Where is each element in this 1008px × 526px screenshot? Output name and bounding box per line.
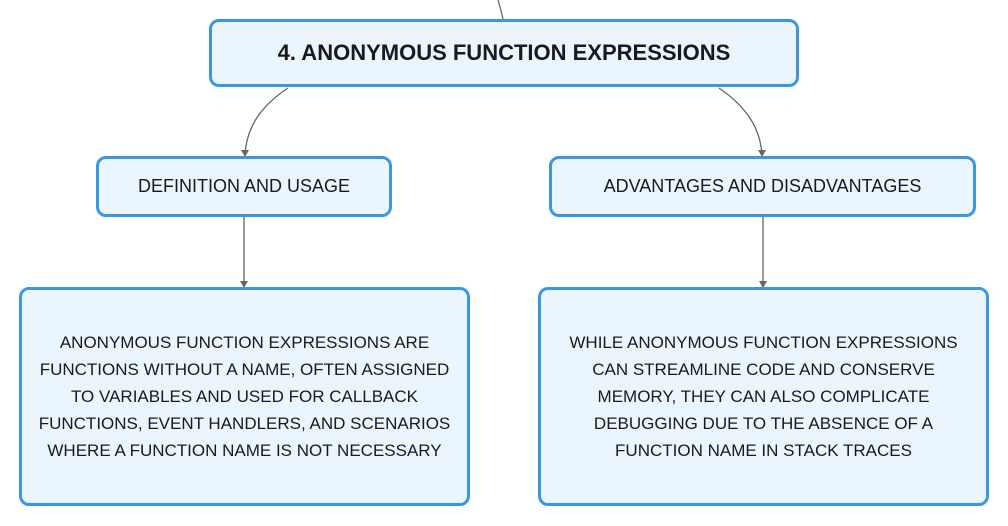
root-topic-title: 4. ANONYMOUS FUNCTION EXPRESSIONS <box>277 40 731 65</box>
connector-parent-to-root <box>497 0 504 20</box>
arrowhead-definition-detail <box>240 281 248 288</box>
detail-text-definition: ANONYMOUS FUNCTION EXPRESSIONS ARE FUNCT… <box>38 333 451 460</box>
branch-label-definition-and-usage: DEFINITION AND USAGE <box>137 176 351 196</box>
detail-node-definition[interactable]: ANONYMOUS FUNCTION EXPRESSIONS ARE FUNCT… <box>19 287 470 506</box>
branch-label-advantages-and-disadvantages: ADVANTAGES AND DISADVANTAGES <box>603 176 922 196</box>
connector-root-to-definition <box>244 87 289 157</box>
detail-node-advantages[interactable]: WHILE ANONYMOUS FUNCTION EXPRESSIONS CAN… <box>538 287 989 506</box>
arrowhead-advantages <box>758 150 766 157</box>
connector-root-to-advantages <box>718 87 763 157</box>
root-topic-node[interactable]: 4. ANONYMOUS FUNCTION EXPRESSIONS <box>209 19 799 87</box>
detail-text-advantages: WHILE ANONYMOUS FUNCTION EXPRESSIONS CAN… <box>569 333 958 460</box>
arrowhead-advantages-detail <box>759 281 767 288</box>
branch-node-definition-and-usage[interactable]: DEFINITION AND USAGE <box>96 156 392 217</box>
arrowhead-definition <box>241 150 249 157</box>
branch-node-advantages-and-disadvantages[interactable]: ADVANTAGES AND DISADVANTAGES <box>549 156 976 217</box>
